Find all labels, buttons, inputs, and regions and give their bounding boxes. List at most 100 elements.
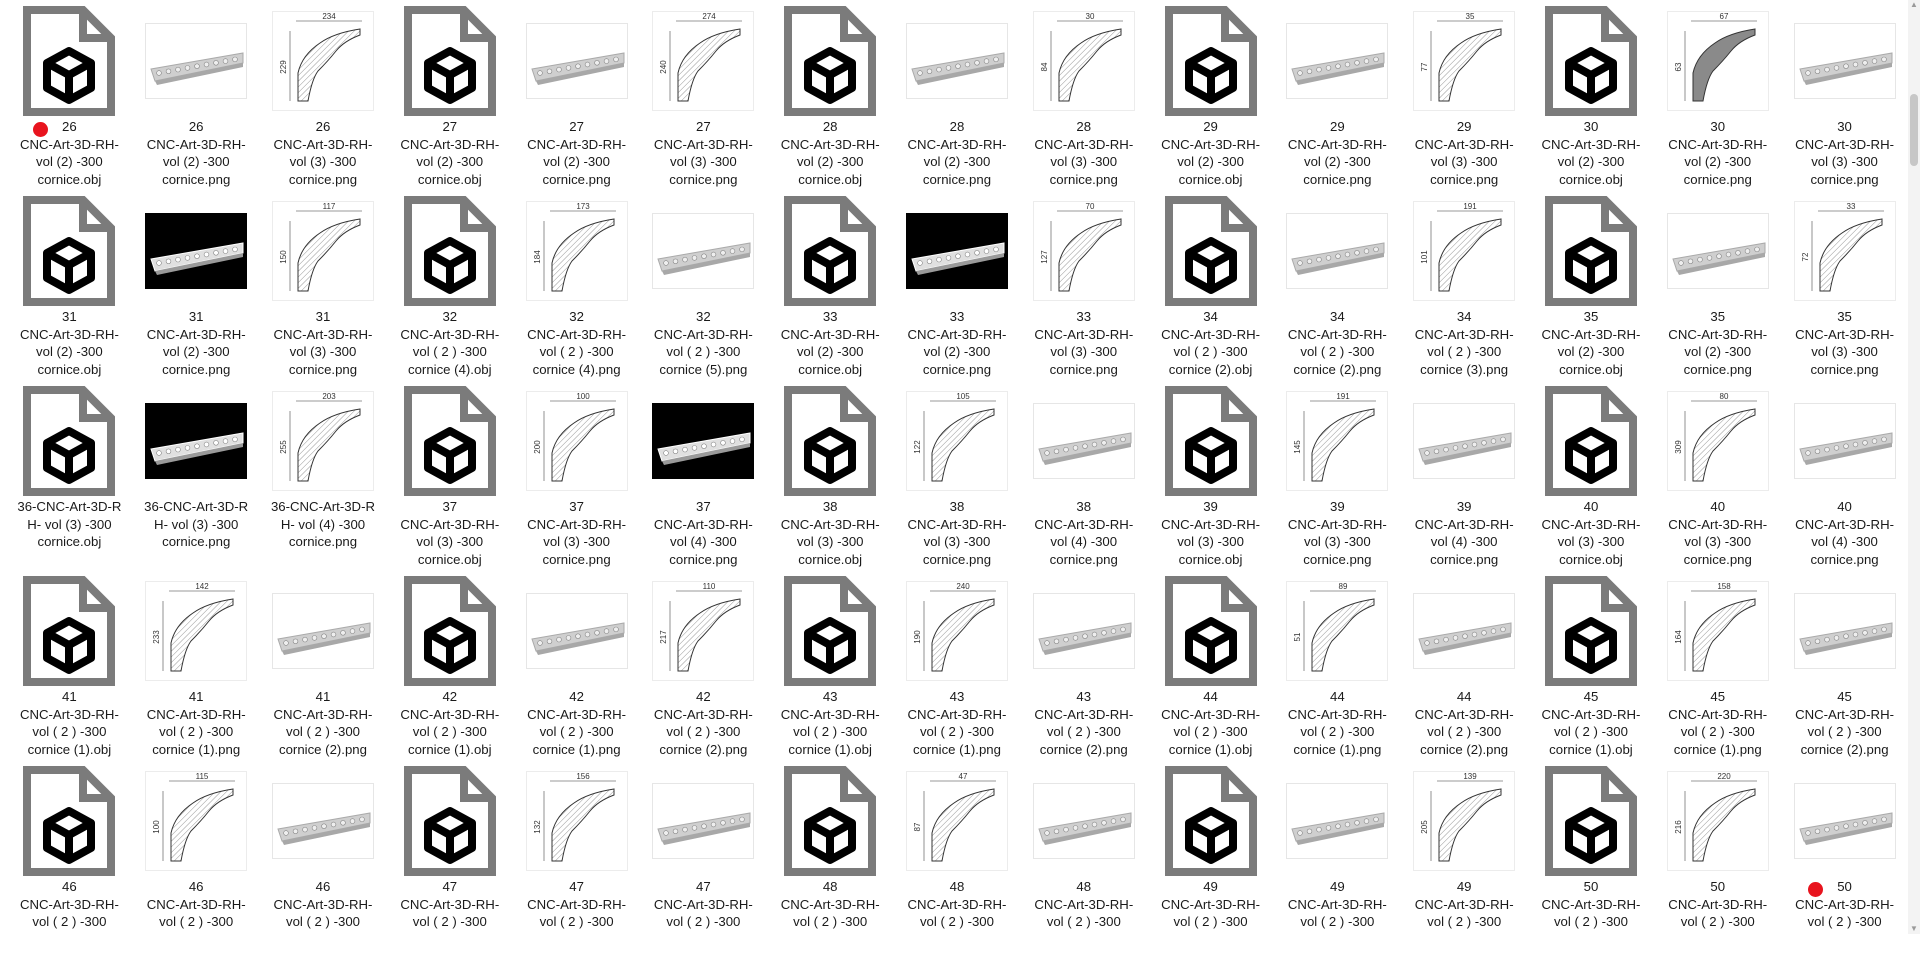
- file-item[interactable]: 35 CNC-Art-3D-RH- vol (2) -300 cornice.o…: [1528, 196, 1655, 386]
- file-item[interactable]: 41 CNC-Art-3D-RH- vol ( 2 ) -300 cornice…: [260, 576, 387, 766]
- scroll-up-icon[interactable]: ▲: [1910, 0, 1918, 9]
- file-item[interactable]: 48 CNC-Art-3D-RH- vol ( 2 ) -300: [767, 766, 894, 956]
- profile-width-label: 240: [956, 582, 970, 591]
- file-thumbnail: [779, 766, 881, 876]
- file-name-label: 36-CNC-Art-3D-R H- vol (3) -300 cornice.…: [144, 499, 249, 549]
- file-item[interactable]: 42 CNC-Art-3D-RH- vol ( 2 ) -300 cornice…: [386, 576, 513, 766]
- file-item[interactable]: 28 CNC-Art-3D-RH- vol (2) -300 cornice.o…: [767, 6, 894, 196]
- file-item[interactable]: 30 CNC-Art-3D-RH- vol (2) -300 cornice.o…: [1528, 6, 1655, 196]
- file-item[interactable]: 38 CNC-Art-3D-RH- vol (4) -300 cornice.p…: [1020, 386, 1147, 576]
- file-item[interactable]: 30 CNC-Art-3D-RH- vol (3) -300 cornice.p…: [1781, 6, 1908, 196]
- file-name-label: 34 CNC-Art-3D-RH- vol ( 2 ) -300 cornice…: [1287, 309, 1387, 377]
- file-item[interactable]: 39 CNC-Art-3D-RH- vol (4) -300 cornice.p…: [1401, 386, 1528, 576]
- file-item[interactable]: 42 CNC-Art-3D-RH- vol ( 2 ) -300 cornice…: [513, 576, 640, 766]
- file-item[interactable]: 46 CNC-Art-3D-RH- vol ( 2 ) -300: [6, 766, 133, 956]
- file-item[interactable]: 49 CNC-Art-3D-RH- vol ( 2 ) -300: [1274, 766, 1401, 956]
- file-item[interactable]: 26 CNC-Art-3D-RH- vol (2) -300 cornice.o…: [6, 6, 133, 196]
- file-name-label: 45 CNC-Art-3D-RH- vol ( 2 ) -300 cornice…: [1541, 689, 1641, 757]
- file-item[interactable]: 27 CNC-Art-3D-RH- vol (2) -300 cornice.p…: [513, 6, 640, 196]
- file-item[interactable]: 33 CNC-Art-3D-RH- vol (2) -300 cornice.o…: [767, 196, 894, 386]
- file-item[interactable]: 34 CNC-Art-3D-RH- vol ( 2 ) -300 cornice…: [1147, 196, 1274, 386]
- file-thumbnail: [1413, 386, 1516, 496]
- file-item[interactable]: 28 CNC-Art-3D-RH- vol (2) -300 cornice.p…: [894, 6, 1021, 196]
- file-item[interactable]: 29 CNC-Art-3D-RH- vol (2) -300 cornice.p…: [1274, 6, 1401, 196]
- file-thumbnail: [779, 6, 881, 116]
- file-item[interactable]: 34 CNC-Art-3D-RH- vol ( 2 ) -300 cornice…: [1274, 196, 1401, 386]
- file-item[interactable]: 29 CNC-Art-3D-RH- vol (2) -300 cornice.o…: [1147, 6, 1274, 196]
- file-item[interactable]: 50 CNC-Art-3D-RH- vol ( 2 ) -300: [1781, 766, 1908, 956]
- file-item[interactable]: 40 CNC-Art-3D-RH- vol (4) -300 cornice.p…: [1781, 386, 1908, 576]
- file-grid: 26 CNC-Art-3D-RH- vol (2) -300 cornice.o…: [6, 6, 1908, 956]
- file-item[interactable]: 47 CNC-Art-3D-RH- vol ( 2 ) -300: [386, 766, 513, 956]
- file-item[interactable]: 32 CNC-Art-3D-RH- vol ( 2 ) -300 cornice…: [640, 196, 767, 386]
- cornice-render-thumbnail: [1032, 403, 1135, 479]
- file-item[interactable]: 49 CNC-Art-3D-RH- vol ( 2 ) -300: [1147, 766, 1274, 956]
- file-item[interactable]: 44 CNC-Art-3D-RH- vol ( 2 ) -300 cornice…: [1147, 576, 1274, 766]
- file-thumbnail: [1793, 386, 1896, 496]
- file-item[interactable]: 41 CNC-Art-3D-RH- vol ( 2 ) -300 cornice…: [6, 576, 133, 766]
- file-item[interactable]: 47 CNC-Art-3D-RH- vol ( 2 ) -300: [640, 766, 767, 956]
- file-item[interactable]: 50 CNC-Art-3D-RH- vol ( 2 ) -300: [1528, 766, 1655, 956]
- file-item[interactable]: 32 CNC-Art-3D-RH- vol ( 2 ) -300 cornice…: [386, 196, 513, 386]
- file-item[interactable]: 37 CNC-Art-3D-RH- vol (4) -300 cornice.p…: [640, 386, 767, 576]
- profile-width-label: 89: [1339, 582, 1348, 591]
- file-item[interactable]: 45 CNC-Art-3D-RH- vol ( 2 ) -300 cornice…: [1528, 576, 1655, 766]
- file-item[interactable]: 39 CNC-Art-3D-RH- vol (3) -300 cornice.o…: [1147, 386, 1274, 576]
- file-item[interactable]: 35 CNC-Art-3D-RH- vol (2) -300 cornice.p…: [1654, 196, 1781, 386]
- cornice-render-thumbnail: [1793, 593, 1896, 669]
- file-item[interactable]: 31 CNC-Art-3D-RH- vol (2) -300 cornice.p…: [133, 196, 260, 386]
- scroll-down-icon[interactable]: ▼: [1910, 924, 1918, 933]
- file-item[interactable]: 33 CNC-Art-3D-RH- vol (2) -300 cornice.p…: [894, 196, 1021, 386]
- file-item[interactable]: 45 CNC-Art-3D-RH- vol ( 2 ) -300 cornice…: [1781, 576, 1908, 766]
- scroll-thumb[interactable]: [1910, 94, 1918, 166]
- file-item[interactable]: 36-CNC-Art-3D-R H- vol (3) -300 cornice.…: [133, 386, 260, 576]
- profile-width-label: 105: [956, 392, 970, 401]
- file-item[interactable]: 43 CNC-Art-3D-RH- vol ( 2 ) -300 cornice…: [767, 576, 894, 766]
- file-item[interactable]: 37 CNC-Art-3D-RH- vol (3) -300 cornice.o…: [386, 386, 513, 576]
- file-item[interactable]: 31 CNC-Art-3D-RH- vol (2) -300 cornice.o…: [6, 196, 133, 386]
- file-name-label: 36-CNC-Art-3D-R H- vol (4) -300 cornice.…: [270, 499, 375, 549]
- file-item[interactable]: 38 CNC-Art-3D-RH- vol (3) -300 cornice.o…: [767, 386, 894, 576]
- profile-height-label: 164: [1674, 630, 1683, 644]
- file-item[interactable]: 44 CNC-Art-3D-RH- vol ( 2 ) -300 cornice…: [1401, 576, 1528, 766]
- file-name-label: 41 CNC-Art-3D-RH- vol ( 2 ) -300 cornice…: [273, 689, 373, 757]
- file-item[interactable]: 48 CNC-Art-3D-RH- vol ( 2 ) -300: [1020, 766, 1147, 956]
- file-item[interactable]: 36-CNC-Art-3D-R H- vol (3) -300 cornice.…: [6, 386, 133, 576]
- vertical-scrollbar[interactable]: ▲ ▼: [1908, 0, 1920, 934]
- file-item[interactable]: 26 CNC-Art-3D-RH- vol (2) -300 cornice.p…: [133, 6, 260, 196]
- file-item[interactable]: 43 CNC-Art-3D-RH- vol ( 2 ) -300 cornice…: [1020, 576, 1147, 766]
- file-item[interactable]: 46 CNC-Art-3D-RH- vol ( 2 ) -300: [260, 766, 387, 956]
- file-item[interactable]: 27 CNC-Art-3D-RH- vol (2) -300 cornice.o…: [386, 6, 513, 196]
- file-thumbnail: [399, 386, 501, 496]
- file-item[interactable]: 40 CNC-Art-3D-RH- vol (3) -300 cornice.o…: [1528, 386, 1655, 576]
